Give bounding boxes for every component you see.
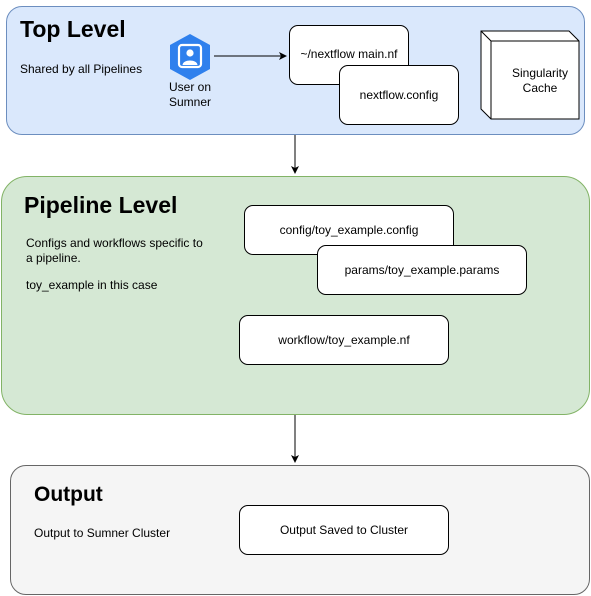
pipeline-description-line3: toy_example in this case: [26, 278, 158, 292]
pipeline-level-title: Pipeline Level: [24, 192, 178, 218]
output-level-title: Output: [34, 483, 103, 506]
main-nf-label: ~/nextflow main.nf: [300, 47, 398, 61]
output-saved-box: Output Saved to Cluster: [239, 505, 449, 555]
workflow-file-label: workflow/toy_example.nf: [278, 333, 410, 347]
user-hexagon-icon: [170, 34, 210, 80]
top-level-description: Shared by all Pipelines: [20, 62, 143, 76]
top-level-title: Top Level: [20, 16, 126, 42]
workflow-file-box: workflow/toy_example.nf: [239, 315, 449, 365]
output-saved-label: Output Saved to Cluster: [279, 523, 409, 537]
cache-label-line2: Cache: [522, 81, 558, 95]
nextflow-config-box: nextflow.config: [339, 65, 459, 125]
params-file-label: params/toy_example.params: [344, 263, 500, 277]
cube-icon: [480, 30, 580, 120]
cache-label-line1: Singularity: [511, 66, 569, 80]
pipeline-level-description: Configs and workflows specific to a pipe…: [26, 236, 203, 293]
user-label-line2: Sumner: [168, 95, 212, 109]
user-label-line1: User on: [168, 80, 212, 94]
singularity-cache-label: Singularity Cache: [492, 66, 588, 96]
nextflow-config-label: nextflow.config: [359, 88, 439, 102]
pipeline-description-line2: a pipeline.: [26, 251, 81, 265]
pipeline-description-line1: Configs and workflows specific to: [26, 236, 203, 250]
user-label: User on Sumner: [150, 80, 230, 110]
output-level-description: Output to Sumner Cluster: [34, 526, 171, 540]
params-file-box: params/toy_example.params: [317, 245, 527, 295]
config-file-label: config/toy_example.config: [279, 223, 419, 237]
